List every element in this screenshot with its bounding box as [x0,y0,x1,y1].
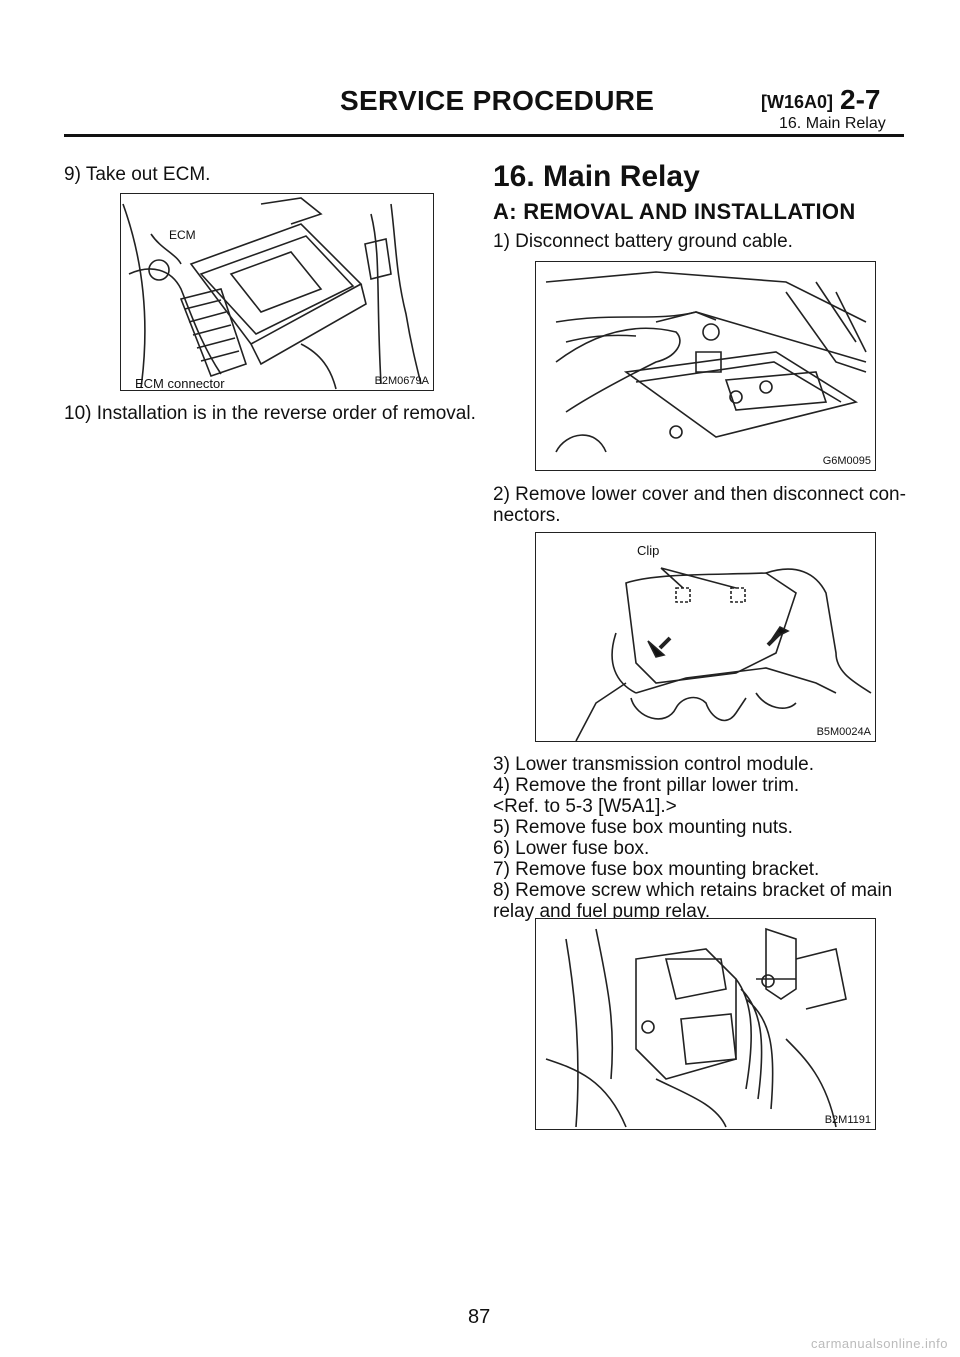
step-2-line-2: nectors. [493,505,561,526]
lower-cover-illustration [575,567,872,741]
header-section-number: 2-7 [840,84,881,115]
page-number: 87 [468,1306,491,1328]
figure-relay: B2M1191 [535,918,876,1130]
footer-watermark: carmanualsonline.info [811,1336,948,1351]
figure-id: B2M0679A [374,375,429,387]
subsection-title: A: REMOVAL AND INSTALLATION [493,199,856,224]
callout-clip: Clip [637,543,660,558]
section-title: 16. Main Relay [493,160,700,193]
figure-lower-cover: Clip B5M0024A [535,532,876,742]
step-9: 9) Take out ECM. [64,164,211,185]
header-code: [W16A0] [761,92,834,112]
step-2-line-1: 2) Remove lower cover and then disconnec… [493,484,906,505]
step-3: 3) Lower transmission control module. [493,754,815,775]
header-rule [64,134,904,137]
step-4-line-1: 4) Remove the front pillar lower trim. [493,775,800,796]
ecm-illustration [122,197,422,390]
header-subtitle: 16. Main Relay [779,115,886,132]
step-10: 10) Installation is in the reverse order… [64,403,476,424]
header-title: SERVICE PROCEDURE [340,85,655,116]
step-1: 1) Disconnect battery ground cable. [493,231,793,252]
step-8-line-2: relay and fuel pump relay. [493,901,711,922]
figure-battery: G6M0095 [535,261,876,471]
figure-id: G6M0095 [822,455,871,467]
step-4-ref: <Ref. to 5-3 [W5A1].> [493,796,677,817]
callout-ecm-connector: ECM connector [135,376,225,391]
step-8-line-1: 8) Remove screw which retains bracket of… [493,880,893,901]
figure-ecm: ECM ECM connector B2M0679A [120,193,434,391]
figure-id: B5M0024A [816,726,871,738]
step-5: 5) Remove fuse box mounting nuts. [493,817,793,838]
step-7: 7) Remove fuse box mounting bracket. [493,859,820,880]
battery-illustration [545,271,867,453]
relay-illustration [545,927,847,1128]
step-6: 6) Lower fuse box. [493,838,650,859]
callout-ecm: ECM [169,228,196,242]
figure-id: B2M1191 [824,1114,871,1126]
